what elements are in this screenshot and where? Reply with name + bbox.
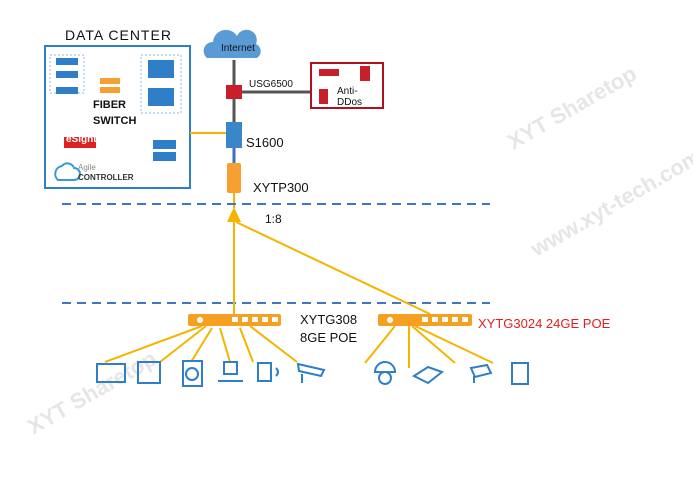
esight-logo [64,137,96,148]
fiber-switch-icon [100,78,120,93]
internet-cloud-icon [203,29,261,58]
internet-label: Internet [221,43,255,54]
storage-icon [148,60,174,106]
ddos-device-icon [360,66,370,81]
server-icon [56,58,78,94]
firewall-icon [226,85,242,99]
anti-ddos-label: Anti-DDos [337,86,363,108]
fiber-switch-label: FIBER SWITCH [93,99,137,127]
wireless-ap-icon [257,362,279,382]
onu1-desc: 8GE POE [300,330,358,345]
touch-panel-icon [137,361,161,384]
olt-label: XYTP300 [253,180,309,195]
splitter-ratio: 1:8 [265,212,282,226]
onu-switch-1 [188,314,281,326]
olt-icon [227,163,241,193]
access-control-icon [511,362,529,385]
controller-label: CONTROLLER [78,173,134,182]
agile-label: Agile [78,163,96,172]
computer-icon [218,361,243,382]
onu1-model: XYTG308 [300,312,358,327]
splitter-icon [227,207,241,222]
projector-icon [411,365,445,385]
agile-cloud-icon [54,162,81,181]
data-center-box [44,45,191,189]
core-switch-label: S1600 [246,135,284,150]
onu2-label: XYTG3024 24GE POE [478,316,611,331]
data-center-title: DATA CENTER [65,27,172,43]
bullet-camera-icon [296,362,326,383]
onu-switch-2 [378,314,472,326]
switch-stack-icon [153,140,176,161]
ddos-device-icon [319,89,328,104]
tv-icon [96,363,126,383]
camera-icon [469,363,493,383]
ddos-device-icon [319,69,339,76]
core-switch-icon [226,122,242,148]
dome-camera-icon [373,361,397,385]
firewall-label: USG6500 [249,79,293,90]
esight-label: eSight [66,134,97,145]
clock-icon [182,360,203,387]
